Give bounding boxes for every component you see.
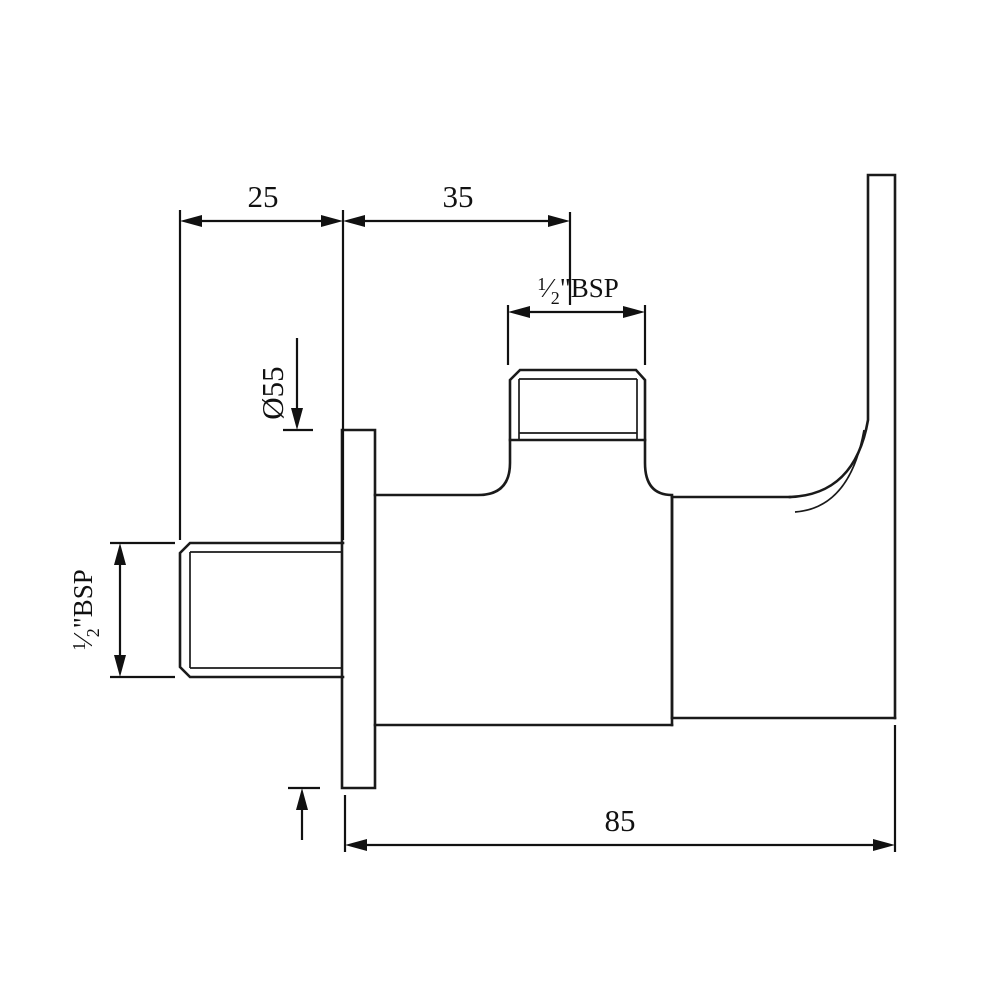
arrowhead-right — [321, 215, 343, 227]
arrowhead-left — [508, 306, 530, 318]
part-geometry-group — [178, 173, 897, 790]
dimension-bsp-left: 1⁄2"BSP — [68, 541, 175, 679]
dimension-diameter-55-label: Ø55 — [255, 366, 290, 419]
dimension-85: 85 — [343, 725, 897, 852]
dimension-25: 25 — [178, 179, 345, 540]
top-outlet-boss — [508, 368, 647, 442]
wall-flange — [340, 428, 377, 790]
dimension-85-label: 85 — [605, 803, 636, 838]
dimension-diameter-55: Ø55 — [255, 338, 320, 840]
arrowhead-down — [114, 655, 126, 677]
arrowhead-left — [345, 839, 367, 851]
arrowhead-up — [114, 543, 126, 565]
arrowhead-up — [296, 788, 308, 810]
arrowhead-left — [180, 215, 202, 227]
arrowhead-left — [343, 215, 365, 227]
valve-body — [373, 438, 674, 727]
arrowhead-right — [623, 306, 645, 318]
dimension-25-label: 25 — [248, 179, 279, 214]
dimension-bsp-top: 1⁄2"BSP — [506, 273, 647, 365]
arrowhead-down — [291, 408, 303, 430]
rear-nipple — [178, 541, 345, 679]
right-block — [670, 173, 897, 720]
dimension-35: 35 — [343, 179, 572, 305]
dimension-35-label: 35 — [443, 179, 474, 214]
dimension-bsp-left-label: 1⁄2"BSP — [68, 569, 103, 651]
dimension-bsp-top-unit: "BSP — [560, 273, 619, 303]
dimension-bsp-left-unit: "BSP — [68, 569, 98, 628]
arrowhead-right — [873, 839, 895, 851]
arrowhead-right — [548, 215, 570, 227]
dimension-bsp-top-label: 1⁄2"BSP — [537, 273, 619, 308]
